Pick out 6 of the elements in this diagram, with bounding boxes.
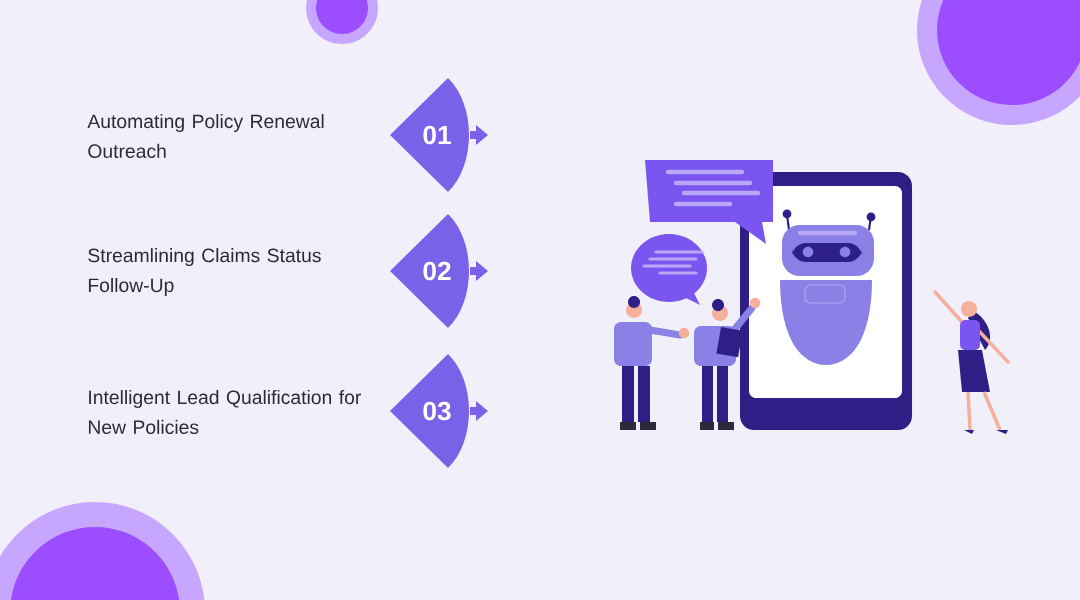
item-text: Streamlining Claims Status Follow-Up — [88, 248, 321, 296]
number-badge: 03 — [390, 354, 488, 468]
item-text: Intelligent Lead Qualification for New Policies — [88, 390, 361, 435]
number-badge: 01 — [390, 78, 488, 192]
item-text: Automating Policy Renewal Outreach — [87, 114, 324, 159]
number-badge: 02 — [390, 214, 488, 328]
